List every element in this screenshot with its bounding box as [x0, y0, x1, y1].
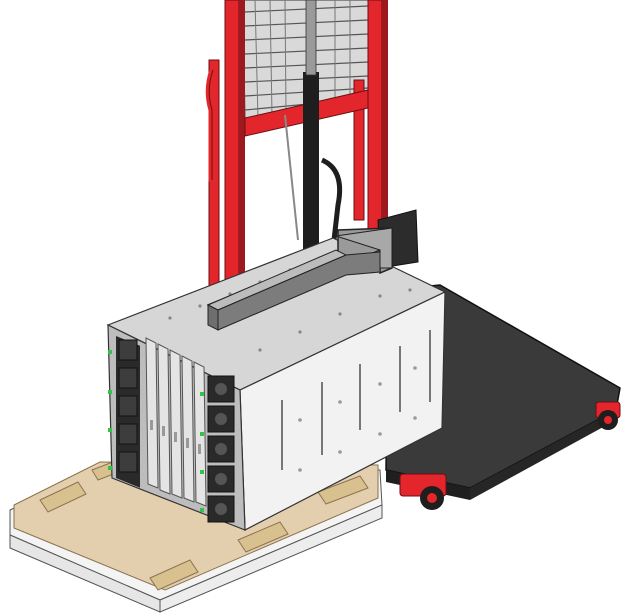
side-vent-slots: [281, 330, 431, 470]
rear-wheel: [595, 401, 621, 430]
front-wheel: [399, 473, 447, 510]
direction-arrow: [206, 227, 393, 331]
server-chassis: [106, 237, 447, 531]
lift-frame: [205, 0, 419, 291]
blade-slots: [145, 337, 207, 507]
right-fan-modules: [200, 375, 235, 523]
left-fan-modules: [108, 336, 140, 488]
